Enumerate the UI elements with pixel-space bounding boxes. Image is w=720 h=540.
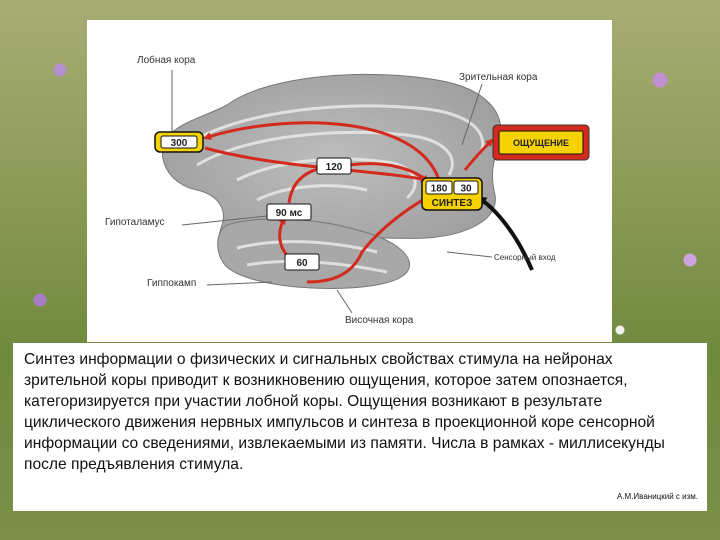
- synthesis-box: 180 30 СИНТЕЗ: [421, 177, 483, 211]
- caption-panel: Синтез информации о физических и сигналь…: [13, 343, 707, 511]
- box-30-label: 30: [460, 184, 472, 195]
- caption-credit: А.М.Иваницкий с изм.: [616, 492, 698, 501]
- leader-lines: [171, 70, 493, 314]
- synthesis-label: СИНТЕЗ: [432, 198, 473, 209]
- sensation-label: ОЩУЩЕНИЕ: [513, 138, 569, 148]
- label-hippocampus: Гиппокамп: [147, 278, 196, 289]
- brain-diagram: Лобная кора Зрительная кора Гипоталамус …: [87, 20, 612, 342]
- box-60: 60: [284, 253, 320, 271]
- label-sensory-input: Сенсорный вход: [494, 253, 556, 262]
- arrow-180-to-300: [203, 121, 441, 181]
- box-60-label: 60: [296, 258, 308, 269]
- label-visual-cortex: Зрительная кора: [459, 72, 538, 83]
- box-90: 90 мс: [266, 203, 312, 221]
- box-120-label: 120: [326, 162, 343, 173]
- label-temporal-cortex: Височная кора: [345, 315, 414, 326]
- arrow-to-60: [306, 193, 433, 284]
- box-180-label: 180: [431, 184, 448, 195]
- arrow-120-to-180: [348, 162, 429, 184]
- box-300-label: 300: [171, 138, 188, 149]
- box-120: 120: [316, 157, 352, 175]
- sensation-box: ОЩУЩЕНИЕ: [492, 124, 590, 161]
- label-frontal-cortex: Лобная кора: [137, 54, 196, 66]
- caption-text: Синтез информации о физических и сигналь…: [24, 351, 665, 473]
- box-300: 300: [154, 131, 204, 153]
- box-90-label: 90 мс: [276, 208, 303, 219]
- arrow-synthesis-to-sensation: [463, 138, 494, 171]
- brain-diagram-svg: Лобная кора Зрительная кора Гипоталамус …: [105, 54, 590, 326]
- label-hypothalamus: Гипоталамус: [105, 217, 165, 228]
- sensory-input-arrow: [476, 196, 534, 271]
